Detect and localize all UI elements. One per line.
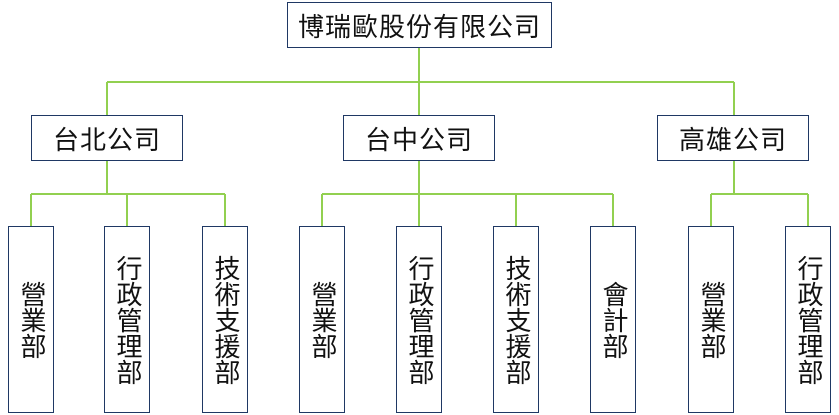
dept-node-taichung-sales: 營業部: [299, 226, 345, 413]
dept-node-taipei-sales: 營業部: [8, 226, 54, 413]
dept-node-taichung-accounting: 會計部: [590, 226, 636, 413]
connector-taichung-departments: [321, 161, 614, 226]
connector-kaohsiung-departments: [710, 161, 809, 226]
branch-node-taichung: 台中公司: [343, 115, 495, 161]
dept-node-taichung-admin: 行政管理部: [396, 226, 442, 413]
root-node: 博瑞歐股份有限公司: [287, 2, 552, 48]
dept-node-taichung-tech-support: 技術支援部: [493, 226, 539, 413]
connector-taipei-departments: [30, 161, 226, 226]
branch-node-kaohsiung: 高雄公司: [657, 115, 809, 161]
dept-node-kaohsiung-admin: 行政管理部: [785, 226, 831, 413]
dept-node-kaohsiung-sales: 營業部: [688, 226, 734, 413]
connector-root-branches: [106, 47, 735, 116]
dept-node-taipei-admin: 行政管理部: [104, 226, 150, 413]
branch-node-taipei: 台北公司: [31, 115, 183, 161]
dept-node-taipei-tech-support: 技術支援部: [202, 226, 248, 413]
